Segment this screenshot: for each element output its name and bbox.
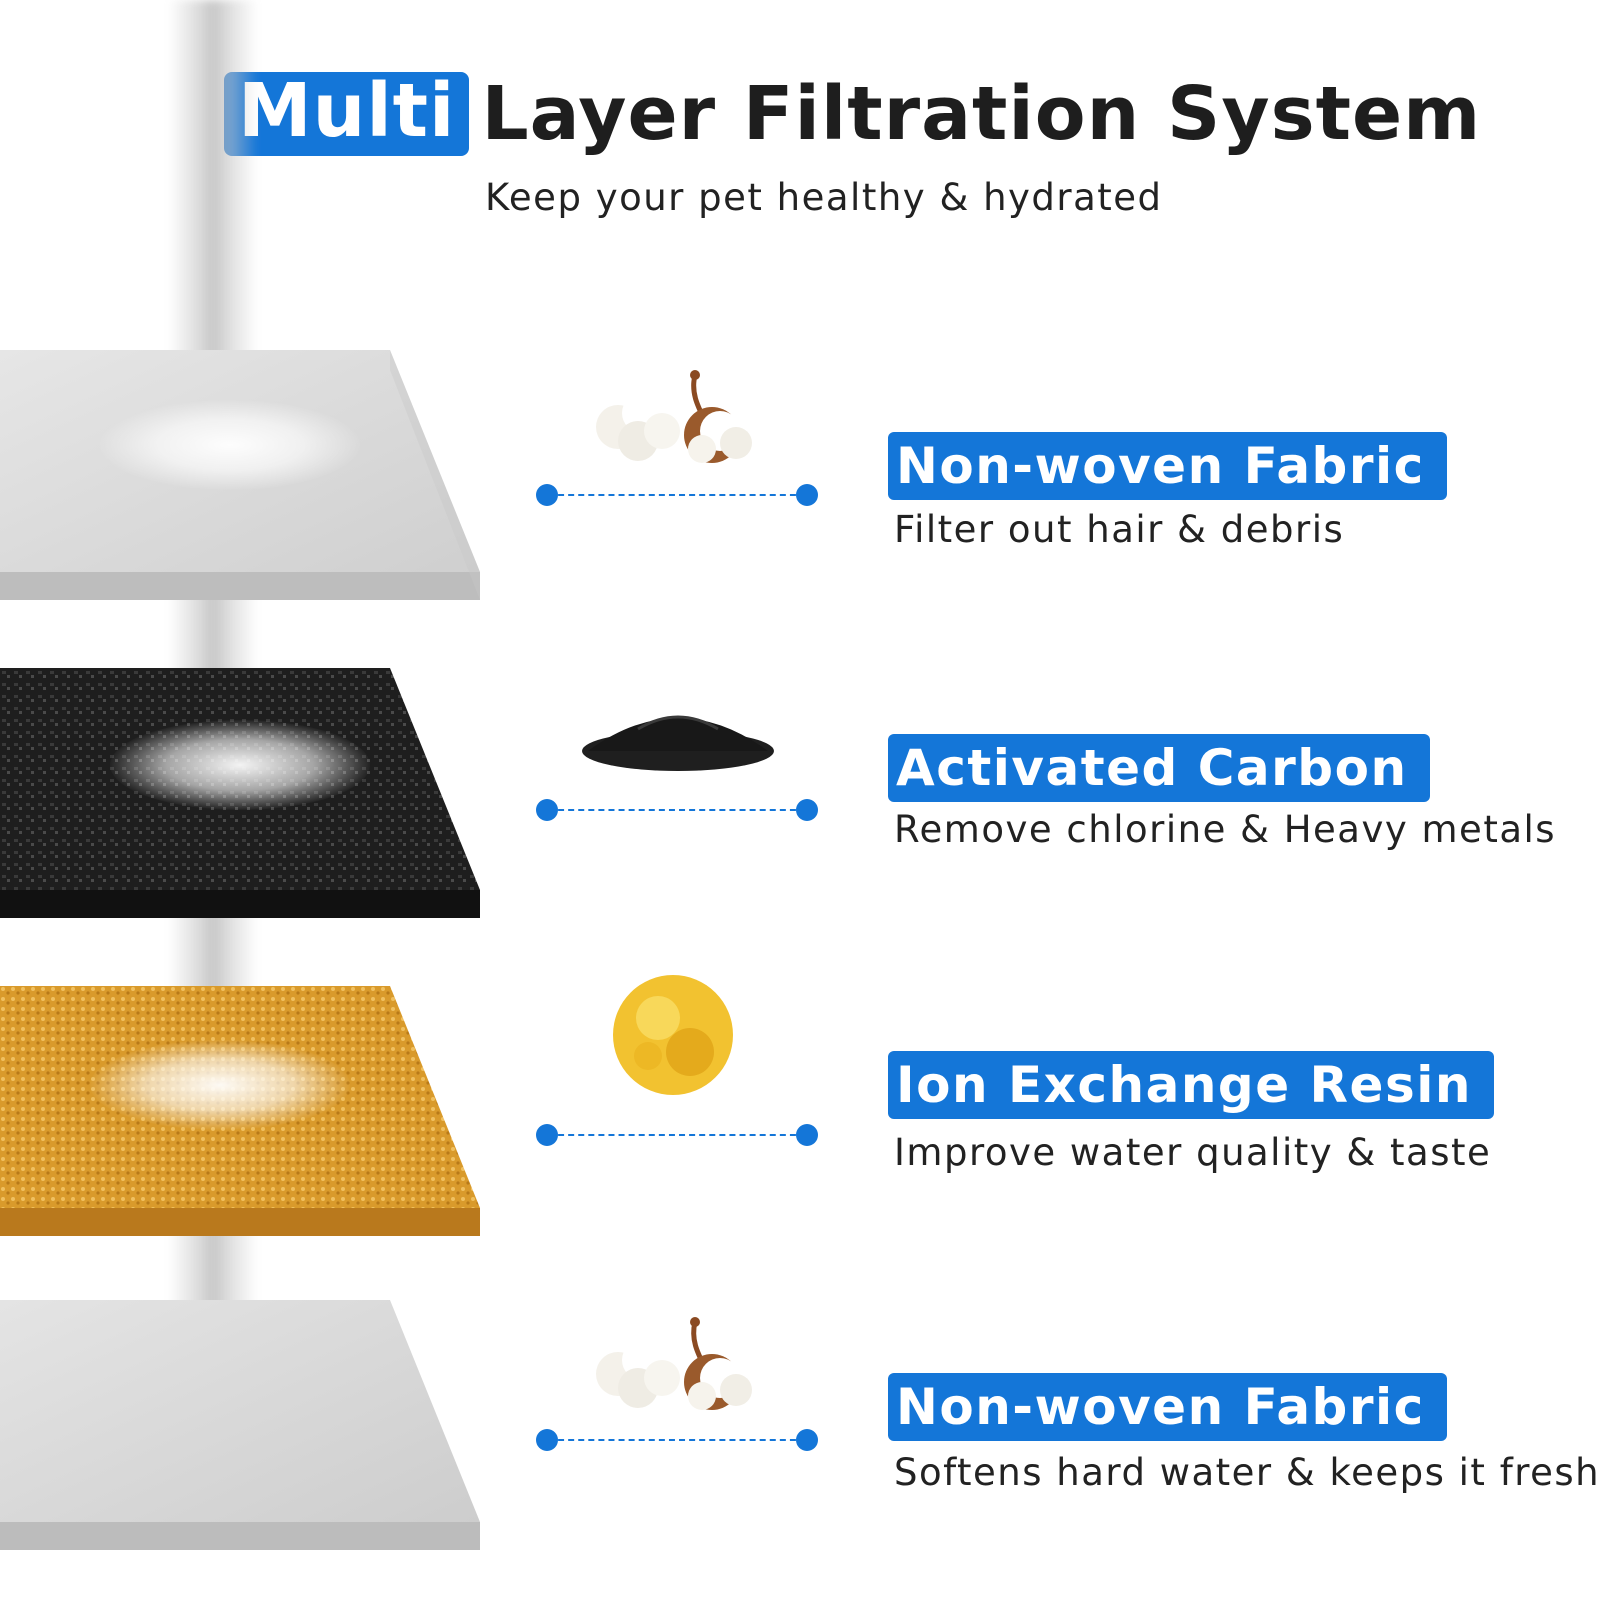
title-rest: Layer Filtration System — [481, 71, 1482, 157]
layer-description: Remove chlorine & Heavy metals — [894, 808, 1557, 851]
cotton-icon — [590, 1312, 760, 1421]
connector-dot — [536, 1429, 558, 1451]
page-subtitle: Keep your pet healthy & hydrated — [485, 176, 1163, 219]
layer-name-badge: Activated Carbon — [888, 734, 1430, 802]
cotton-icon — [590, 365, 760, 474]
layer-name-badge: Ion Exchange Resin — [888, 1051, 1494, 1119]
connector-dot — [796, 1124, 818, 1146]
title-highlight: Multi — [224, 72, 470, 156]
layer-name-badge: Non-woven Fabric — [888, 1373, 1447, 1441]
connector-dot — [536, 484, 558, 506]
layer-description: Softens hard water & keeps it fresh — [894, 1451, 1600, 1494]
connector-dot — [796, 1429, 818, 1451]
fabric-layer-bottom — [0, 1300, 480, 1550]
layer-name-badge: Non-woven Fabric — [888, 432, 1447, 500]
connector-dot — [796, 799, 818, 821]
page-title: Multi Layer Filtration System — [224, 72, 1481, 156]
connector-line — [536, 798, 818, 822]
carbon-granules-icon — [578, 695, 778, 779]
water-splash — [110, 720, 370, 810]
connector-dot — [796, 484, 818, 506]
water-splash — [90, 1040, 350, 1130]
water-splash — [100, 400, 360, 490]
connector-dot — [536, 799, 558, 821]
resin-beads-icon — [608, 970, 738, 1104]
connector-dot — [536, 1124, 558, 1146]
connector-line — [536, 483, 818, 507]
layer-description: Filter out hair & debris — [894, 508, 1345, 551]
layer-description: Improve water quality & taste — [894, 1131, 1492, 1174]
connector-line — [536, 1428, 818, 1452]
connector-line — [536, 1123, 818, 1147]
